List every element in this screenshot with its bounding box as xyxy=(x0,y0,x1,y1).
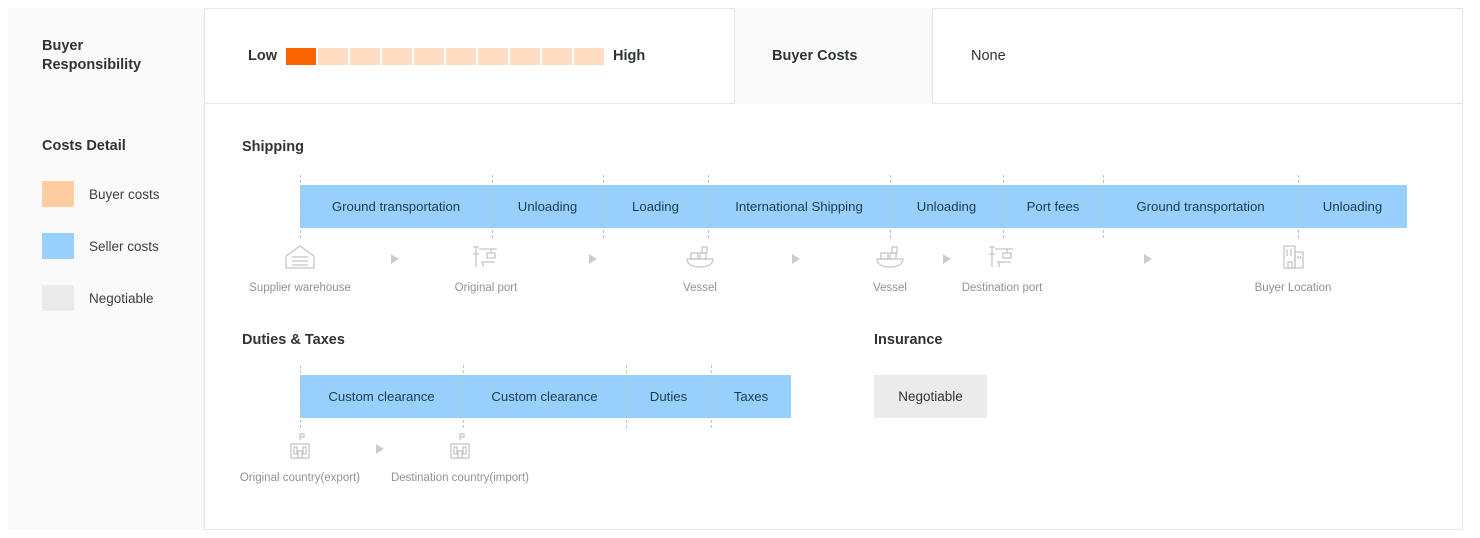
cost-segment: Ground transportation xyxy=(331,199,461,214)
segment-divider xyxy=(1298,175,1299,238)
node-label: Destination country xyxy=(390,472,490,484)
customs-building-icon xyxy=(380,432,540,462)
legend-label: Negotiable xyxy=(89,290,154,306)
cost-segment: Taxes xyxy=(733,389,769,404)
customs-building-icon xyxy=(220,432,380,462)
costs-detail-title: Costs Detail xyxy=(42,138,126,154)
legend-swatch-icon xyxy=(42,181,74,207)
scale-segment-8[interactable] xyxy=(510,47,540,65)
node-original-port: Original port xyxy=(406,242,566,296)
buyer-responsibility-scale-cell: Low High xyxy=(205,8,735,104)
cost-segment: Port fees xyxy=(1026,199,1080,214)
cost-segment: Unloading xyxy=(916,199,977,214)
cost-segment: Custom clearance xyxy=(491,389,598,404)
building-icon xyxy=(1213,242,1373,272)
scale-segment-6[interactable] xyxy=(446,47,476,65)
flow-arrow-icon xyxy=(792,254,800,264)
flow-arrow-icon xyxy=(391,254,399,264)
segment-divider xyxy=(626,365,627,428)
cost-segment: Unloading xyxy=(517,199,578,214)
scale-segment-2[interactable] xyxy=(318,47,348,65)
duties-cost-bar: Custom clearance Custom clearance Duties Ta… xyxy=(300,365,791,428)
node-buyer-location: Buyer Location xyxy=(1213,242,1373,296)
scale-segment-10[interactable] xyxy=(574,47,604,65)
segment-divider xyxy=(463,365,464,428)
duties-section-title: Duties & Taxes xyxy=(242,332,345,348)
legend-item-negotiable: Negotiable xyxy=(42,285,160,311)
flow-arrow-icon xyxy=(943,254,951,264)
segment-divider xyxy=(300,365,301,428)
segment-divider xyxy=(492,175,493,238)
scale-segment-3[interactable] xyxy=(350,47,380,65)
node-destination-country: Destination country(import) xyxy=(380,432,540,486)
legend-item-buyer-costs: Buyer costs xyxy=(42,181,160,207)
buyer-responsibility-label-cell: Buyer Responsibility xyxy=(8,8,205,104)
node-label: Original country xyxy=(239,472,321,484)
node-label: Buyer Location xyxy=(1254,282,1332,294)
legend-swatch-icon xyxy=(42,233,74,259)
warehouse-icon xyxy=(220,242,380,272)
node-label: (import) xyxy=(489,472,530,484)
node-label: Destination port xyxy=(961,282,1043,294)
node-destination-port: Destination port xyxy=(922,242,1082,296)
legend-label: Seller costs xyxy=(89,238,159,254)
scale-segment-5[interactable] xyxy=(414,47,444,65)
vessel-icon xyxy=(810,242,970,272)
flow-arrow-icon xyxy=(1144,254,1152,264)
buyer-costs-value-cell: None xyxy=(933,8,1462,104)
node-vessel: Vessel xyxy=(810,242,970,296)
node-label: Vessel xyxy=(873,282,907,294)
header-row: Buyer Responsibility Low High Buyer Cost… xyxy=(8,8,1463,104)
cost-segment: Loading xyxy=(632,199,679,214)
buyer-costs-value: None xyxy=(971,48,1006,64)
main-content: Shipping Ground transportation Unloading L… xyxy=(205,104,1463,530)
scale-high-label: High xyxy=(613,48,646,64)
node-label: (export) xyxy=(320,472,361,484)
port-crane-icon xyxy=(922,242,1082,272)
legend-label: Buyer costs xyxy=(89,186,160,202)
buyer-responsibility-label-line1: Buyer xyxy=(42,38,84,54)
responsibility-scale-bar[interactable] xyxy=(286,47,604,65)
insurance-section-title: Insurance xyxy=(874,332,943,348)
buyer-costs-label-cell: Buyer Costs xyxy=(735,8,933,104)
segment-divider xyxy=(300,175,301,238)
scale-segment-1[interactable] xyxy=(286,47,316,65)
cost-segment: International Shipping xyxy=(735,199,863,214)
scale-segment-7[interactable] xyxy=(478,47,508,65)
segment-divider xyxy=(890,175,891,238)
node-label: Supplier warehouse xyxy=(249,282,351,294)
cost-segment: Duties xyxy=(649,389,688,404)
shipping-cost-bar: Ground transportation Unloading Loading Int… xyxy=(300,175,1407,238)
segment-divider xyxy=(708,175,709,238)
node-vessel: Vessel xyxy=(620,242,780,296)
shipping-section-title: Shipping xyxy=(242,139,305,155)
legend-item-seller-costs: Seller costs xyxy=(42,233,160,259)
vessel-icon xyxy=(620,242,780,272)
legend-swatch-icon xyxy=(42,285,74,311)
buyer-costs-label: Buyer Costs xyxy=(772,48,858,64)
insurance-negotiable-box: Negotiable xyxy=(874,375,987,418)
scale-segment-9[interactable] xyxy=(542,47,572,65)
node-supplier-warehouse: Supplier warehouse xyxy=(220,242,380,296)
flow-arrow-icon xyxy=(376,444,384,454)
segment-divider xyxy=(711,365,712,428)
port-crane-icon xyxy=(406,242,566,272)
cost-segment: Unloading xyxy=(1322,199,1383,214)
cost-segment: Custom clearance xyxy=(328,389,435,404)
node-label: Vessel xyxy=(683,282,717,294)
node-original-country: Original country(export) xyxy=(220,432,380,486)
flow-arrow-icon xyxy=(589,254,597,264)
buyer-responsibility-label-line2: Responsibility xyxy=(42,57,142,73)
scale-segment-4[interactable] xyxy=(382,47,412,65)
cost-segment: Ground transportation xyxy=(1136,199,1265,214)
scale-low-label: Low xyxy=(248,48,277,64)
node-label: Original port xyxy=(454,282,518,294)
segment-divider xyxy=(1103,175,1104,238)
segment-divider xyxy=(1003,175,1004,238)
segment-divider xyxy=(603,175,604,238)
